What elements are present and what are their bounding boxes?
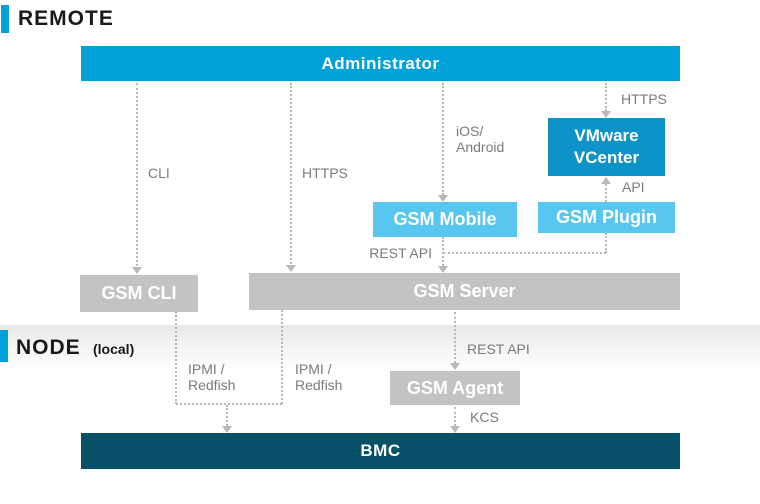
node-section-label: NODE — [16, 336, 81, 359]
node-section-divider — [0, 325, 760, 372]
label-ios-android: iOS/Android — [456, 123, 504, 155]
arrow-down-icon — [438, 266, 448, 273]
connector-admin-to-gsm-mobile — [442, 83, 444, 195]
remote-accent-bar-icon — [1, 5, 9, 33]
vmware-label-line1: VMware — [574, 125, 639, 145]
connector-server-to-agent — [454, 312, 456, 363]
label-kcs: KCS — [470, 409, 499, 425]
connector-agent-to-bmc — [454, 407, 456, 426]
label-ipmi2-line2: Redfish — [295, 377, 343, 393]
label-rest-api-node: REST API — [467, 341, 530, 357]
arrow-down-icon — [450, 363, 460, 370]
connector-mobile-to-server — [442, 237, 444, 266]
connector-gsm-server-to-bmc — [281, 310, 283, 404]
arrow-down-icon — [132, 267, 142, 274]
connector-plugin-to-vcenter — [605, 184, 607, 202]
arrow-down-icon — [286, 265, 296, 272]
gsm-server-box: GSM Server — [249, 273, 680, 310]
node-accent-bar-icon — [0, 330, 8, 362]
node-section-sublabel: (local) — [93, 341, 135, 357]
connector-admin-to-gsm-server — [290, 83, 292, 264]
connector-ipmi-horizontal — [176, 403, 282, 405]
label-ios-line1: iOS/ — [456, 123, 484, 139]
label-https-right: HTTPS — [621, 91, 667, 107]
arrow-down-icon — [438, 195, 448, 202]
gsm-mobile-box: GSM Mobile — [373, 202, 517, 237]
connector-plugin-stub — [605, 233, 607, 253]
connector-gsm-cli-to-bmc — [175, 312, 177, 404]
label-ios-line2: Android — [456, 139, 505, 155]
label-ipmi-redfish-2: IPMI /Redfish — [295, 361, 342, 393]
label-ipmi2-line1: IPMI / — [295, 361, 332, 377]
administrator-box: Administrator — [81, 46, 680, 81]
vmware-label-line2: VCenter — [573, 148, 640, 167]
arrow-down-icon — [450, 426, 460, 433]
label-rest-api-remote: REST API — [369, 245, 432, 261]
connector-admin-to-vcenter — [605, 83, 607, 111]
remote-section-label: REMOTE — [18, 7, 114, 30]
label-api: API — [622, 179, 645, 195]
gsm-agent-box: GSM Agent — [390, 371, 520, 405]
connector-ipmi-to-bmc — [226, 405, 228, 426]
gsm-plugin-box: GSM Plugin — [538, 202, 675, 233]
gsm-cli-box: GSM CLI — [80, 275, 198, 312]
bmc-box: BMC — [81, 433, 680, 469]
label-ipmi-redfish-1: IPMI /Redfish — [188, 361, 235, 393]
label-https-left: HTTPS — [302, 165, 348, 181]
label-ipmi1-line2: Redfish — [188, 377, 236, 393]
label-cli: CLI — [148, 165, 170, 181]
connector-rest-horizontal — [443, 252, 606, 254]
connector-admin-to-gsm-cli — [136, 83, 138, 266]
arrow-down-icon — [222, 426, 232, 433]
arrow-down-icon — [601, 111, 611, 118]
arrow-up-icon — [601, 177, 611, 184]
label-ipmi1-line1: IPMI / — [188, 361, 225, 377]
